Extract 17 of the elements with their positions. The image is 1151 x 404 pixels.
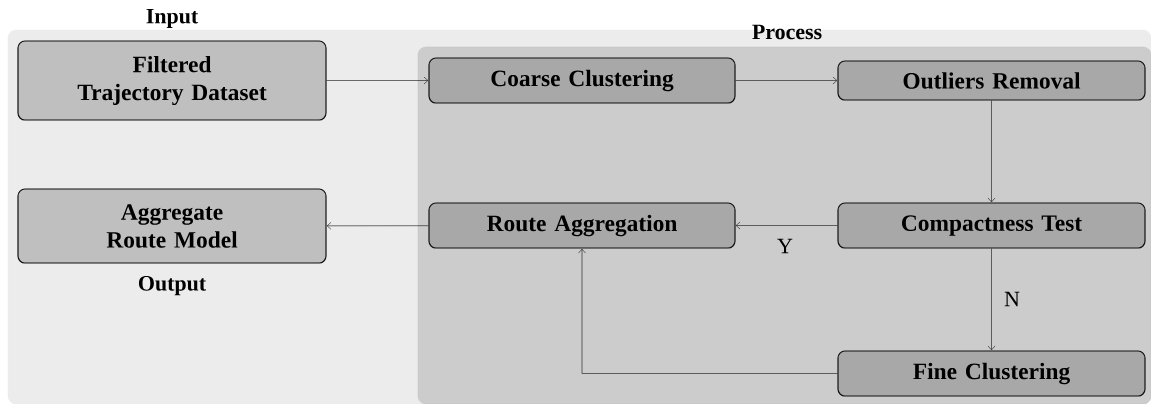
section-heading: Input (146, 8, 199, 28)
arrow (987, 100, 996, 203)
process-box: Coarse Clustering (428, 57, 736, 104)
arrow (735, 221, 838, 230)
process-box: Filtered Trajectory Dataset (17, 40, 327, 121)
process-box: Route Aggregation (428, 202, 736, 249)
process-box: Aggregate Route Model (17, 188, 327, 264)
process-box: Compactness Test (837, 202, 1146, 249)
process-box: Outliers Removal (837, 60, 1146, 101)
arrow (987, 248, 996, 351)
process-box: Fine Clustering (837, 350, 1146, 397)
arrow (326, 222, 429, 230)
panel-heading: Process (752, 24, 822, 40)
arrow (578, 248, 838, 374)
section-heading: Output (139, 276, 206, 296)
arrow (326, 76, 429, 85)
arrow (735, 76, 838, 85)
